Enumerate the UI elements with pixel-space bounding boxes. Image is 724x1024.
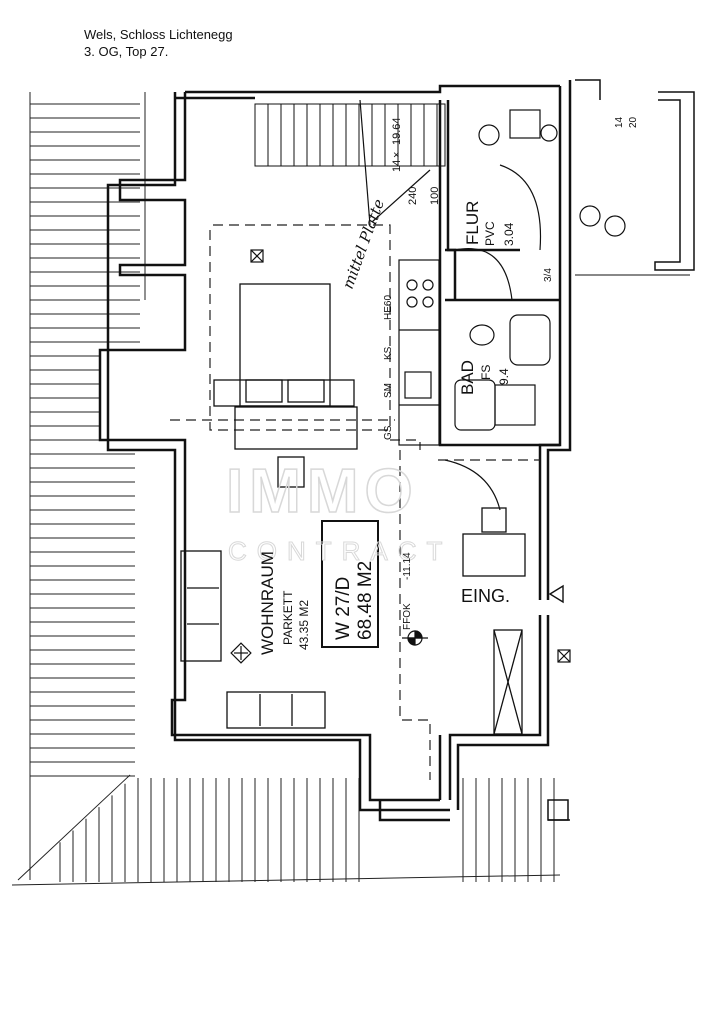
dashed-lines xyxy=(170,224,540,780)
stair-arrow xyxy=(359,99,431,226)
walls xyxy=(98,80,572,822)
unit-area: 68.48 M2 xyxy=(355,561,376,640)
unit-line: 3. OG, Top 27. xyxy=(84,44,169,59)
kitchen-counter xyxy=(398,259,440,446)
level-marker-icon xyxy=(402,630,428,646)
dim-1: 14 xyxy=(614,116,625,128)
stair-rise: 19.64 xyxy=(391,117,403,145)
dim-3: 3/4 xyxy=(543,268,554,282)
hall-floor: PVC xyxy=(483,221,497,246)
dim-2: 20 xyxy=(628,116,639,128)
room-name: WOHNRAUM xyxy=(258,551,277,655)
unit-id: W 27/D xyxy=(333,577,354,640)
stair-dim-b: 100 xyxy=(429,187,441,205)
kitchen-label-4: GS xyxy=(383,425,394,440)
furniture xyxy=(277,456,526,735)
watermark-brand: IMMO xyxy=(226,457,419,526)
stair-separator: × xyxy=(391,152,403,158)
address-line: Wels, Schloss Lichtenegg xyxy=(84,27,233,42)
handwritten-note: mittel Platte xyxy=(339,196,388,291)
hall-label: FLUR xyxy=(463,201,482,245)
kitchen-label-1: HE60 xyxy=(383,295,394,320)
window-marker-icon xyxy=(250,249,571,663)
bathroom-fixtures xyxy=(444,109,558,511)
kitchen-label-3: SM xyxy=(383,383,394,398)
unit-box xyxy=(321,520,379,648)
hall-area: 3.04 xyxy=(502,222,516,246)
entrance-label: EING. xyxy=(461,586,510,606)
room-area: 43.35 M2 xyxy=(297,600,311,650)
staircase xyxy=(254,103,446,167)
roof-hatching xyxy=(17,92,146,881)
room-floor: PARKETT xyxy=(281,590,295,645)
plan-header: Wels, Schloss Lichtenegg 3. OG, Top 27. xyxy=(84,26,233,60)
sofa xyxy=(180,550,326,729)
stair-dim-a: 240 xyxy=(407,187,419,205)
stair-count: 14 xyxy=(391,160,403,172)
bath-area: 9.4 xyxy=(497,368,511,385)
ffok-value: -11.14 xyxy=(402,552,413,580)
bed xyxy=(213,283,358,450)
light-fixture-icon xyxy=(230,205,626,664)
ffok-label: FFOK xyxy=(402,603,413,630)
entrance-arrow-icon xyxy=(548,584,564,604)
bath-floor: FS xyxy=(479,365,493,380)
bath-label: BAD xyxy=(458,360,477,395)
watermark-sub: CONTRACT xyxy=(228,536,452,566)
roof-hatching-bottom xyxy=(11,778,561,886)
adjoining-structure xyxy=(547,79,695,821)
kitchen-label-2: KS xyxy=(383,346,394,360)
